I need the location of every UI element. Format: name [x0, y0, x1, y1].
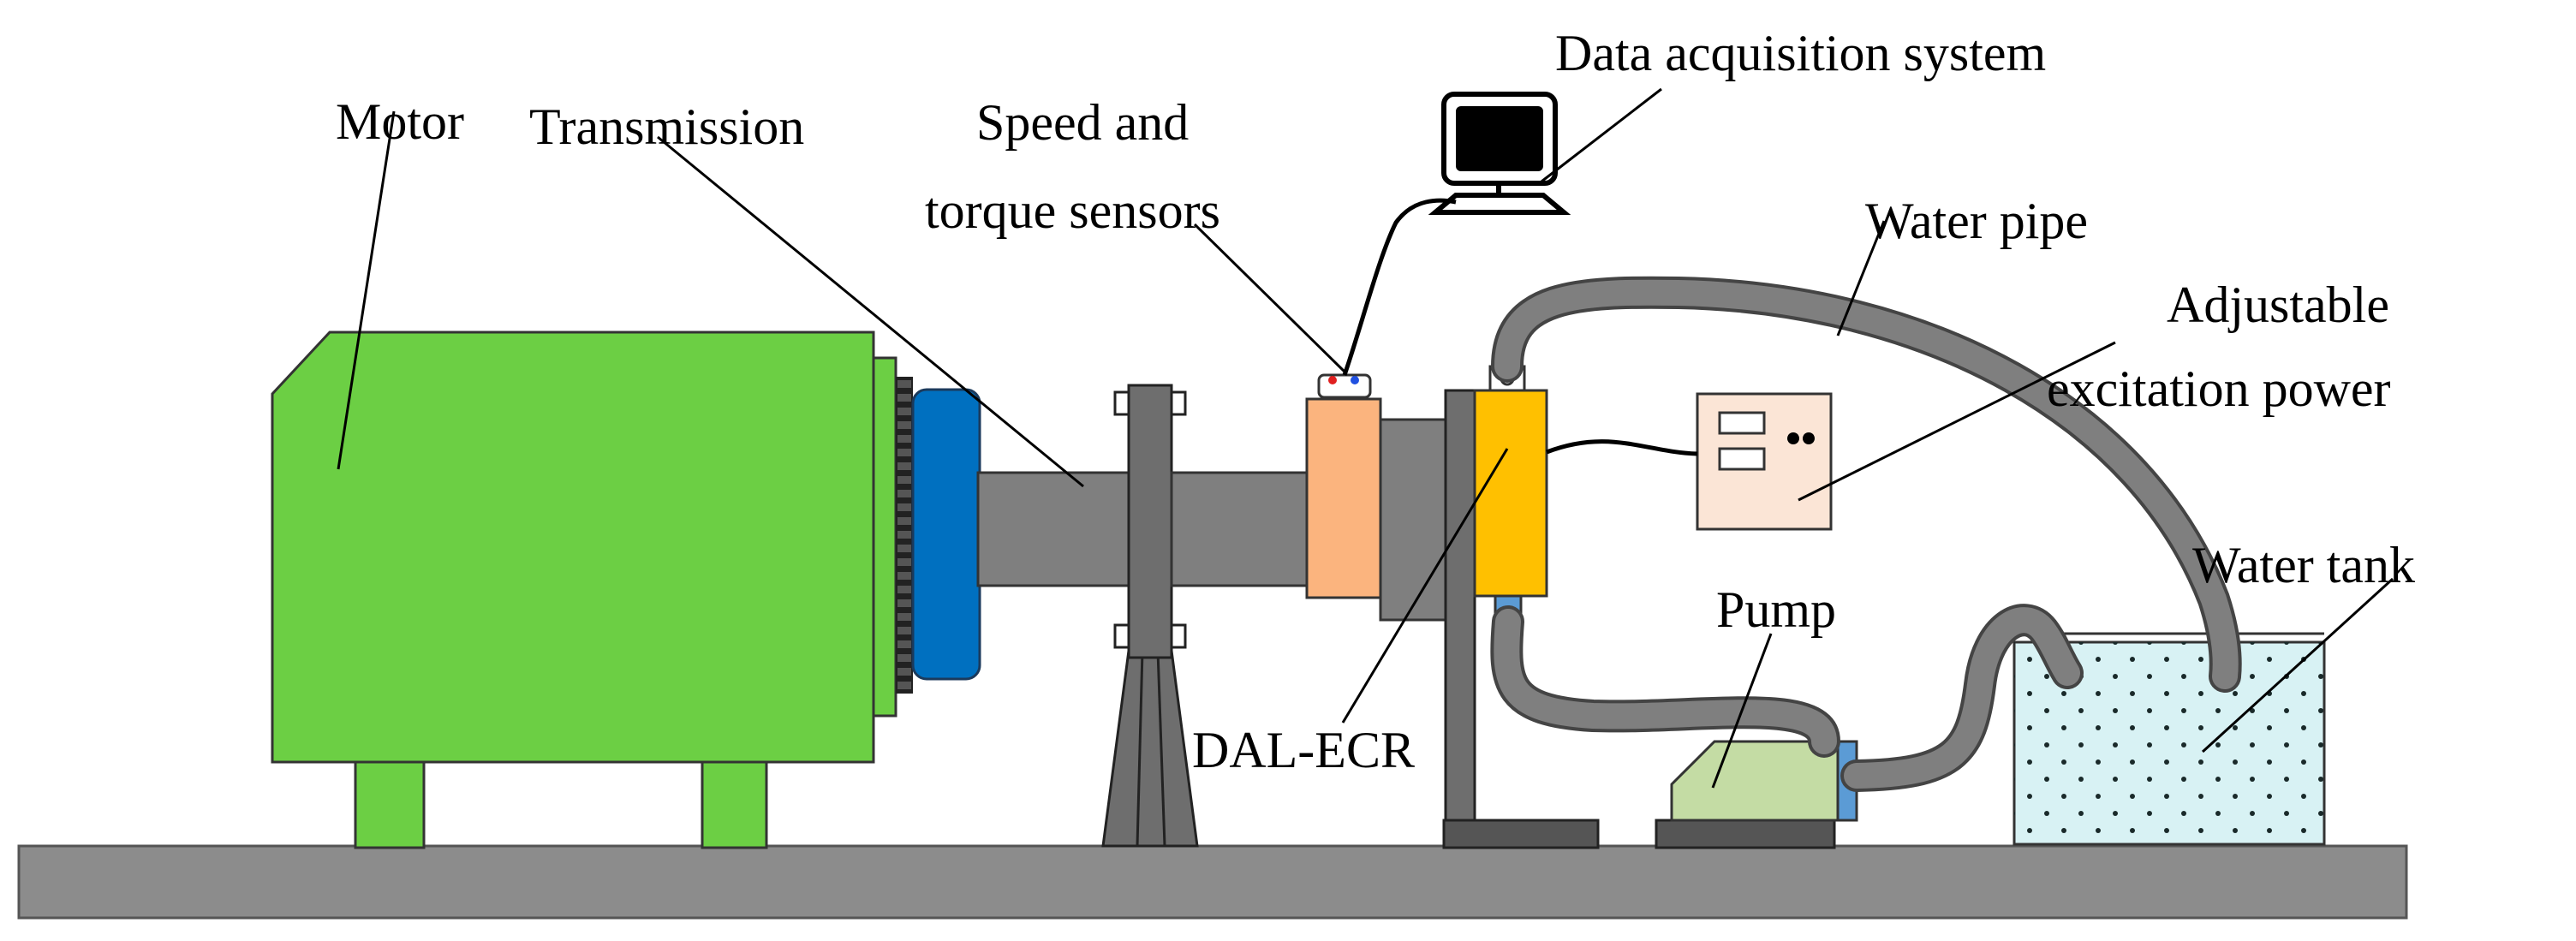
cooling-fin: [897, 531, 911, 539]
pump-base: [1655, 819, 1836, 849]
bearing-support-edge: [1136, 650, 1144, 847]
cooling-fin: [897, 462, 911, 470]
cooling-fin: [897, 380, 911, 388]
retarder-shaft: [1379, 418, 1447, 622]
bearing-bolt: [1170, 623, 1187, 649]
sensor-pin-red: [1328, 376, 1337, 384]
label-power-line2: excitation power: [2047, 360, 2391, 417]
cooling-fin: [897, 517, 911, 525]
cooling-fin: [897, 476, 911, 484]
cooling-fin: [897, 668, 911, 676]
motor-coupling: [911, 388, 981, 681]
cooling-fin: [897, 654, 911, 662]
label-power-line1: Adjustable: [2167, 277, 2389, 333]
label-pump: Pump: [1716, 581, 1836, 638]
label-water-pipe: Water pipe: [1865, 193, 2088, 249]
label-motor: Motor: [336, 93, 464, 150]
cooling-fin: [897, 421, 911, 429]
water-pipe: [1490, 276, 2242, 792]
leader-lines: [337, 87, 2394, 789]
sensor-body: [1305, 397, 1382, 599]
label-daq: Data acquisition system: [1555, 25, 2046, 81]
power-display-bottom: [1718, 447, 1766, 471]
motor-cooling-fins: [896, 377, 913, 694]
cooling-fin: [897, 572, 911, 580]
motor-body: [271, 331, 875, 764]
dal-ecr-body: [1473, 389, 1548, 598]
label-sensors-line1: Speed and: [976, 94, 1189, 151]
sensor-signal-cable: [1342, 198, 1457, 376]
cooling-fin: [897, 545, 911, 552]
cooling-fin: [897, 586, 911, 593]
bearing-plate: [1127, 384, 1173, 659]
cooling-fin: [897, 613, 911, 621]
cooling-fin: [897, 435, 911, 443]
cooling-fin: [897, 640, 911, 648]
power-cable: [1546, 439, 1698, 456]
motor-foot-left: [354, 760, 426, 849]
cooling-fin: [897, 408, 911, 415]
cooling-fin: [897, 682, 911, 689]
sensor-connector: [1317, 373, 1372, 399]
power-knob: [1803, 432, 1815, 444]
output-shaft: [1170, 471, 1309, 587]
label-water-tank: Water tank: [2192, 537, 2415, 593]
keyboard-icon: [1428, 193, 1571, 215]
power-knob: [1787, 432, 1799, 444]
bearing-bolt: [1170, 390, 1187, 416]
bearing-bolt: [1113, 390, 1130, 416]
label-sensors-line2: torque sensors: [925, 182, 1220, 239]
motor-foot-right: [701, 760, 768, 849]
bearing-bolt: [1113, 623, 1130, 649]
bearing-support-base: [1101, 649, 1199, 848]
monitor-screen: [1456, 106, 1543, 171]
motor-end-plate: [872, 356, 897, 718]
cooling-fin: [897, 490, 911, 497]
cooling-fin: [897, 627, 911, 634]
pump-body: [1670, 740, 1840, 822]
sensor-pin-blue: [1351, 376, 1359, 384]
bearing-support-edge: [1156, 650, 1166, 847]
cooling-fin: [897, 558, 911, 566]
power-display-top: [1718, 411, 1766, 435]
label-transmission: Transmission: [529, 98, 804, 155]
label-dal-ecr: DAL-ECR: [1192, 722, 1415, 778]
cooling-fin: [897, 503, 911, 511]
cooling-fin: [897, 394, 911, 402]
cooling-fin: [897, 449, 911, 456]
retarder-stand-foot: [1442, 819, 1600, 849]
cooling-fin: [897, 599, 911, 607]
base-platform: [17, 844, 2408, 920]
retarder-stand-post: [1444, 389, 1476, 825]
